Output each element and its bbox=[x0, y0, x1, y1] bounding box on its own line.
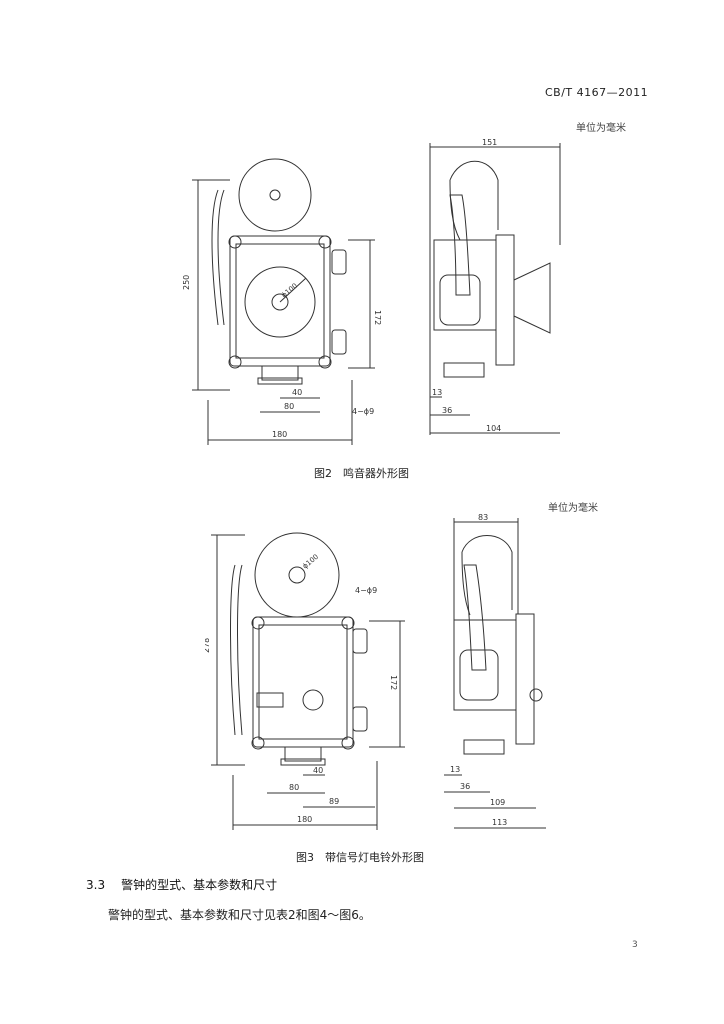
fig2-front-dim-width: 180 bbox=[272, 430, 287, 439]
fig2-front-dim-dia: ϕ100 bbox=[280, 282, 299, 300]
fig3-side-dim-109: 109 bbox=[490, 798, 505, 807]
fig3-front-dim-89: 89 bbox=[329, 797, 339, 806]
fig2-front-dim-inner: 172 bbox=[373, 310, 382, 325]
fig3-side-view: 83 13 36 109 113 bbox=[444, 513, 546, 829]
fig2-front-dim-hole: 4−ϕ9 bbox=[352, 407, 374, 416]
fig2-side-dim-top: 151 bbox=[482, 138, 497, 147]
fig3-front-dim-dia: ϕ100 bbox=[301, 553, 320, 571]
fig2-side-dim-36: 36 bbox=[442, 406, 452, 415]
fig2-front-dim-height: 250 bbox=[182, 275, 191, 290]
fig3-front-view: 278 172 40 80 89 180 4−ϕ9 ϕ100 bbox=[205, 532, 405, 830]
standard-code: CB/T 4167—2011 bbox=[545, 86, 649, 99]
fig2-side-dim-104: 104 bbox=[486, 424, 501, 433]
unit-note-fig2: 单位为毫米 bbox=[576, 123, 626, 134]
fig2-front-dim-80: 80 bbox=[284, 402, 294, 411]
fig3-side-dim-13: 13 bbox=[450, 765, 460, 774]
fig2-front-view: 250 172 40 80 180 4−ϕ9 ϕ100 bbox=[182, 158, 382, 445]
fig2-front-dim-40: 40 bbox=[292, 388, 302, 397]
fig2-caption: 图2 鸣音器外形图 bbox=[314, 467, 409, 480]
fig3-front-dim-hole: 4−ϕ9 bbox=[355, 586, 377, 595]
unit-note-fig3: 单位为毫米 bbox=[548, 503, 598, 514]
fig3-side-dim-36: 36 bbox=[460, 782, 470, 791]
fig3-front-dim-80: 80 bbox=[289, 783, 299, 792]
section-number: 3.3 bbox=[86, 878, 106, 892]
fig3-front-dim-40: 40 bbox=[313, 766, 323, 775]
fig3-front-dim-width: 180 bbox=[297, 815, 312, 824]
fig2-side-view: 151 13 36 104 bbox=[429, 138, 561, 435]
fig3-caption: 图3 带信号灯电铃外形图 bbox=[296, 851, 424, 864]
page-number: 3 bbox=[632, 940, 638, 950]
section-title: 警钟的型式、基本参数和尺寸 bbox=[121, 878, 278, 892]
fig3-side-dim-113: 113 bbox=[492, 818, 507, 827]
fig3-front-dim-height: 278 bbox=[205, 638, 211, 653]
fig3-front-dim-inner: 172 bbox=[389, 675, 398, 690]
section-body: 警钟的型式、基本参数和尺寸见表2和图4～图6。 bbox=[108, 908, 371, 922]
section-heading: 3.3 警钟的型式、基本参数和尺寸 bbox=[86, 876, 293, 893]
fig3-side-dim-top: 83 bbox=[478, 513, 488, 522]
fig2-side-dim-13: 13 bbox=[432, 388, 442, 397]
